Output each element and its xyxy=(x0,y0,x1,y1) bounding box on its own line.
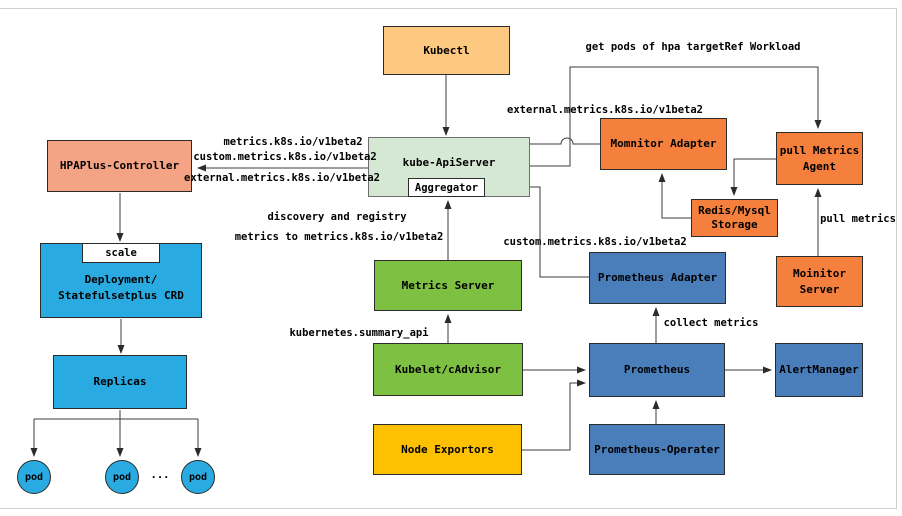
node-node-exportors: Node Exportors xyxy=(373,424,522,475)
label-external-metrics-left: external.metrics.k8s.io/v1beta2 xyxy=(184,172,380,184)
label-pull-metrics: pull metrics xyxy=(820,213,896,225)
edge-redis-to-momnitor xyxy=(658,173,691,219)
node-pull-metrics-agent: pull Metrics Agent xyxy=(776,132,863,185)
node-scale-badge: scale xyxy=(82,243,160,263)
node-replicas: Replicas xyxy=(53,355,187,409)
node-pod-1: pod xyxy=(17,460,51,494)
label-metrics-k8s-io: metrics.k8s.io/v1beta2 xyxy=(223,136,363,148)
edge-replicas-split xyxy=(34,410,198,420)
node-momnitor-adapter: Momnitor Adapter xyxy=(600,118,727,170)
label-metrics-to-metrics-k8s-io: metrics to metrics.k8s.io/v1beta2 xyxy=(234,231,444,243)
node-kubelet-cadvisor: Kubelet/cAdvisor xyxy=(373,343,523,396)
node-kubectl: Kubectl xyxy=(383,26,510,75)
node-aggregator: Aggregator xyxy=(408,178,485,197)
kube-apiserver-label: kube-ApiServer xyxy=(402,156,496,169)
label-external-metrics-top: external.metrics.k8s.io/v1beta2 xyxy=(507,104,703,116)
edge-pullagent-to-redis xyxy=(730,158,776,196)
label-kubernetes-summary-api: kubernetes.summary_api xyxy=(289,327,429,339)
edge-apiserver-to-momnitor xyxy=(530,137,600,145)
node-pod-2: pod xyxy=(105,460,139,494)
label-collect-metrics: collect metrics xyxy=(663,317,759,329)
node-prometheus: Prometheus xyxy=(589,343,725,397)
label-custom-metrics-right: custom.metrics.k8s.io/v1beta2 xyxy=(503,236,687,248)
node-alertmanager: AlertManager xyxy=(775,343,863,397)
label-custom-metrics-left: custom.metrics.k8s.io/v1beta2 xyxy=(193,151,377,163)
node-prometheus-adapter: Prometheus Adapter xyxy=(589,252,726,304)
pods-ellipsis: ... xyxy=(150,469,170,481)
label-get-pods-of-hpa-targetref-workload: get pods of hpa targetRef Workload xyxy=(585,41,801,53)
edge-nodeexportors-to-prometheus xyxy=(522,379,586,451)
node-moinitor-server: Moinitor Server xyxy=(776,256,863,307)
node-prometheus-operater: Prometheus-Operater xyxy=(589,424,725,475)
node-redis-mysql-storage: Redis/Mysql Storage xyxy=(691,199,778,237)
node-hpaplus-controller: HPAPlus-Controller xyxy=(47,140,192,192)
node-metrics-server: Metrics Server xyxy=(374,260,522,311)
label-discovery-and-registry: discovery and registry xyxy=(267,211,407,223)
node-pod-3: pod xyxy=(181,460,215,494)
